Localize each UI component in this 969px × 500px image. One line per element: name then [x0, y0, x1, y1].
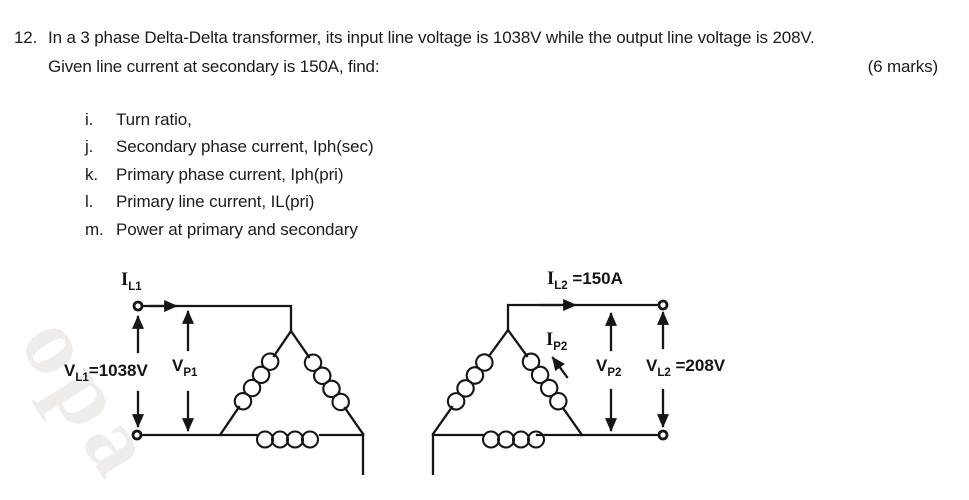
list-item-marker: j.	[85, 137, 94, 157]
terminal-node	[131, 429, 143, 441]
question-header-line1: 12. In a 3 phase Delta-Delta transformer…	[14, 28, 944, 48]
secondary-delta-circuit	[431, 299, 669, 475]
primary-line-voltage-label: VL1=1038V	[64, 361, 148, 384]
list-item: l. Primary line current, IL(pri)	[85, 188, 374, 215]
list-item: j. Secondary phase current, Iph(sec)	[85, 133, 374, 160]
primary-top-wire	[140, 304, 293, 333]
question-text-continued: Given line current at secondary is 150A,…	[48, 57, 380, 76]
list-item-marker: k.	[85, 164, 99, 184]
document-page: opa 12. In a 3 phase Delta-Delta transfo…	[0, 28, 944, 499]
primary-delta-side	[343, 406, 365, 436]
terminal-node	[657, 429, 669, 441]
winding-coil	[255, 430, 320, 449]
winding-coil	[300, 350, 354, 415]
secondary-phase-voltage-label: VP2	[596, 356, 622, 379]
question-header-line2: Given line current at secondary is 150A,…	[48, 57, 938, 77]
terminal-node	[132, 300, 144, 312]
list-item: i. Turn ratio,	[85, 106, 374, 133]
list-item-text: Primary phase current, Iph(pri)	[116, 164, 344, 184]
winding-coil	[518, 349, 571, 414]
secondary-delta-side	[487, 328, 510, 358]
list-item-marker: i.	[85, 110, 94, 129]
secondary-delta-side	[506, 328, 529, 358]
winding-coil	[230, 349, 283, 414]
list-item-marker: m.	[85, 219, 104, 239]
primary-delta-side	[289, 329, 311, 359]
delta-delta-transformer-diagram	[131, 299, 669, 475]
list-item: m. Power at primary and secondary	[85, 216, 374, 243]
primary-delta-circuit	[131, 300, 365, 475]
list-item-text: Secondary phase current, Iph(sec)	[116, 137, 374, 157]
winding-coil	[443, 350, 497, 414]
winding-coil	[481, 430, 546, 449]
list-item: k. Primary phase current, Iph(pri)	[85, 161, 374, 188]
secondary-line-voltage-label: VL2 =208V	[646, 356, 726, 379]
question-number: 12.	[14, 28, 38, 47]
primary-delta-side	[218, 405, 241, 437]
terminal-node	[657, 299, 669, 311]
ip2-current-arrow-icon	[551, 356, 569, 379]
list-item-text: Power at primary and secondary	[116, 219, 358, 239]
primary-delta-side	[272, 329, 293, 358]
secondary-phase-current-label: IP2	[546, 330, 568, 353]
secondary-top-wire	[506, 303, 660, 333]
list-item-marker: l.	[85, 192, 94, 212]
list-item-text: Primary line current, IL(pri)	[116, 192, 315, 212]
list-item-text: Turn ratio,	[116, 110, 192, 129]
secondary-delta-side	[561, 406, 584, 437]
secondary-line-current-label: IL2 =150A	[547, 269, 623, 292]
question-text: In a 3 phase Delta-Delta transformer, it…	[48, 28, 815, 47]
primary-phase-voltage-label: VP1	[172, 356, 198, 379]
requirements-list: i. Turn ratio, j. Secondary phase curren…	[85, 106, 374, 243]
primary-line-current-label: IL1	[121, 270, 142, 293]
marks-label: (6 marks)	[867, 57, 939, 76]
secondary-delta-side	[431, 405, 454, 436]
